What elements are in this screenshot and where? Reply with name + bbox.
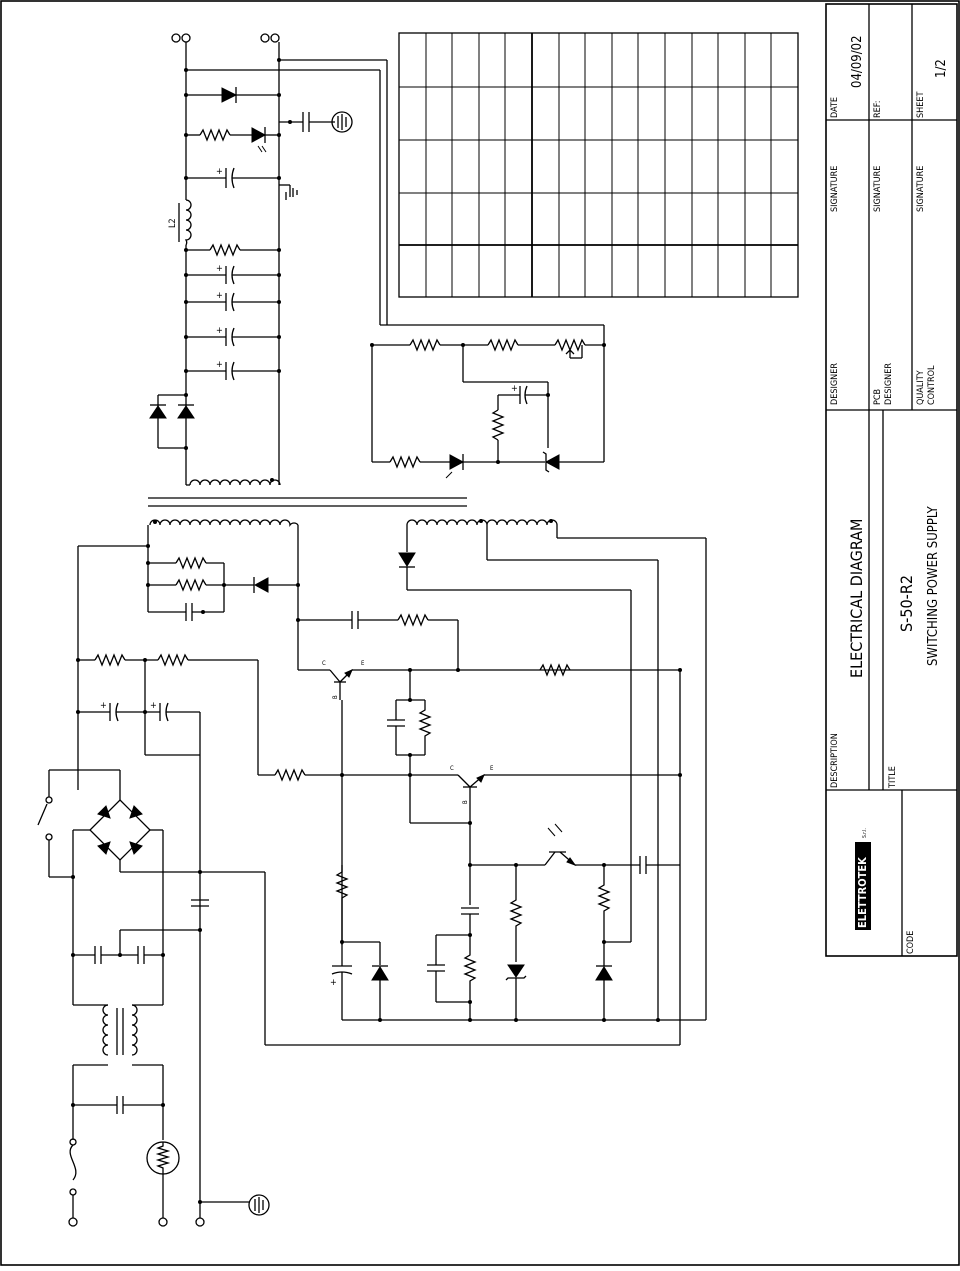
q1-emitter-label: E (361, 660, 365, 667)
sheet-label: SHEET (916, 92, 926, 118)
q2-emitter-label: E (490, 765, 494, 772)
title-value: S-50-R2 (897, 575, 916, 632)
pcb-label: PCB (873, 389, 883, 405)
q2-base-label: B (462, 800, 469, 804)
subtitle-value: SWITCHING POWER SUPPLY (926, 505, 941, 666)
company-logo-text: ELETTROTEK (856, 857, 869, 928)
signature-label-1: SIGNATURE (830, 166, 840, 212)
revision-grid (399, 33, 798, 297)
q1-base-label: B (332, 695, 339, 699)
title-label: TITLE (888, 766, 898, 789)
svg-text:+: + (216, 264, 223, 274)
code-label: CODE (906, 931, 916, 954)
control-label: CONTROL (927, 365, 937, 405)
svg-text:+: + (511, 384, 518, 394)
inductor-label: L2 (168, 218, 178, 228)
company-suffix: S.r.l. (862, 828, 868, 838)
svg-text:+: + (330, 978, 337, 988)
svg-text:+: + (216, 326, 223, 336)
pcb-designer-label: DESIGNER (884, 363, 894, 405)
q2-collector-label: C (450, 765, 454, 772)
ref-label: REF: (873, 101, 883, 118)
secondary-circuit: + L2 + + + + (148, 34, 606, 506)
date-label: DATE (830, 97, 840, 118)
description-value: ELECTRICAL DIAGRAM (847, 519, 866, 678)
svg-text:+: + (150, 701, 157, 711)
q1-collector-label: C (322, 660, 326, 667)
sheet-value: 1/2 (934, 59, 949, 78)
svg-text:+: + (216, 360, 223, 370)
description-label: DESCRIPTION (830, 733, 840, 788)
designer-label: DESIGNER (830, 363, 840, 405)
quality-label: QUALITY (916, 370, 926, 405)
svg-text:+: + (216, 291, 223, 301)
company-logo: ELETTROTEK S.r.l. (855, 828, 871, 930)
svg-text:+: + (100, 701, 107, 711)
date-value: 04/09/02 (850, 35, 865, 88)
svg-text:+: + (216, 167, 223, 177)
signature-label-3: SIGNATURE (916, 166, 926, 212)
primary-circuit: C E B C E B (38, 519, 706, 1226)
title-block: DATE 04/09/02 REF: SHEET 1/2 SIGNATURE S… (826, 4, 957, 956)
signature-label-2: SIGNATURE (873, 166, 883, 212)
